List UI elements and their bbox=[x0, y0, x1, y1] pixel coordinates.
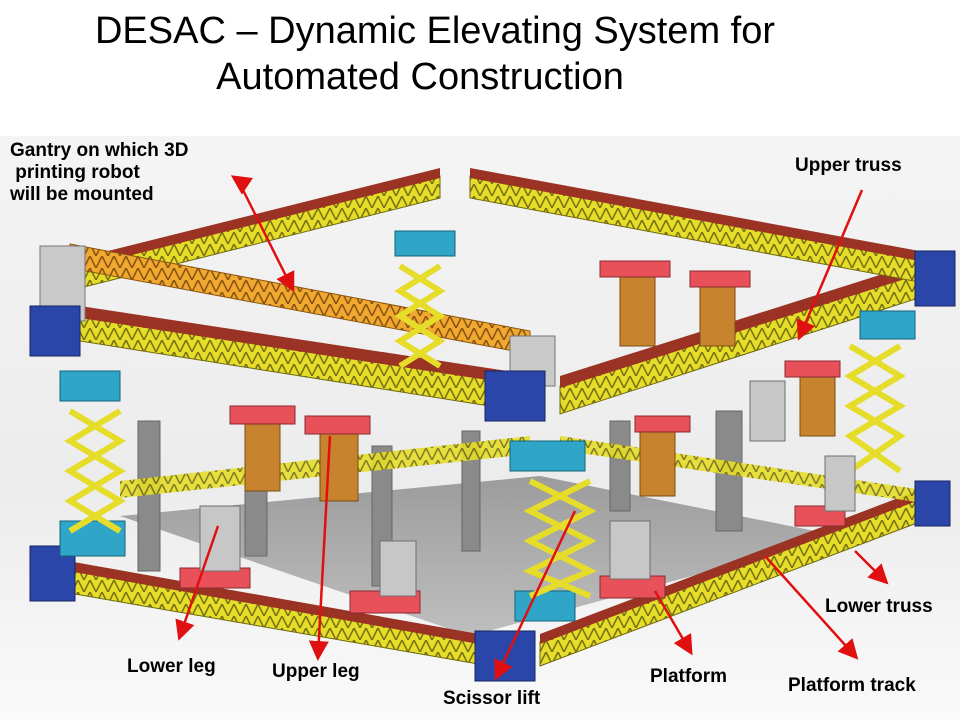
label-lower-truss: Lower truss bbox=[825, 596, 933, 617]
title-line-1: DESAC – Dynamic Elevating System for bbox=[94, 10, 775, 52]
label-lower-leg: Lower leg bbox=[127, 656, 216, 677]
label-platform-track: Platform track bbox=[788, 675, 916, 696]
label-upper-leg: Upper leg bbox=[272, 661, 360, 682]
title-line-2: Automated Construction bbox=[216, 56, 624, 98]
slide-title: DESAC – Dynamic Elevating System for Aut… bbox=[0, 8, 960, 100]
label-upper-truss: Upper truss bbox=[795, 155, 902, 176]
connector-blocks bbox=[59, 230, 916, 622]
scissor-lifts bbox=[64, 263, 906, 599]
label-scissor-lift: Scissor lift bbox=[443, 688, 541, 709]
floor-slab bbox=[120, 476, 840, 636]
leg-pads bbox=[179, 260, 846, 614]
label-platform: Platform bbox=[650, 666, 728, 687]
upper-truss bbox=[79, 168, 941, 415]
label-gantry: Gantry on which 3D printing robot will b… bbox=[10, 140, 189, 205]
callout-arrows bbox=[175, 175, 889, 681]
desac-3d-model-illustration bbox=[0, 136, 960, 720]
corner-nodes bbox=[29, 250, 956, 682]
